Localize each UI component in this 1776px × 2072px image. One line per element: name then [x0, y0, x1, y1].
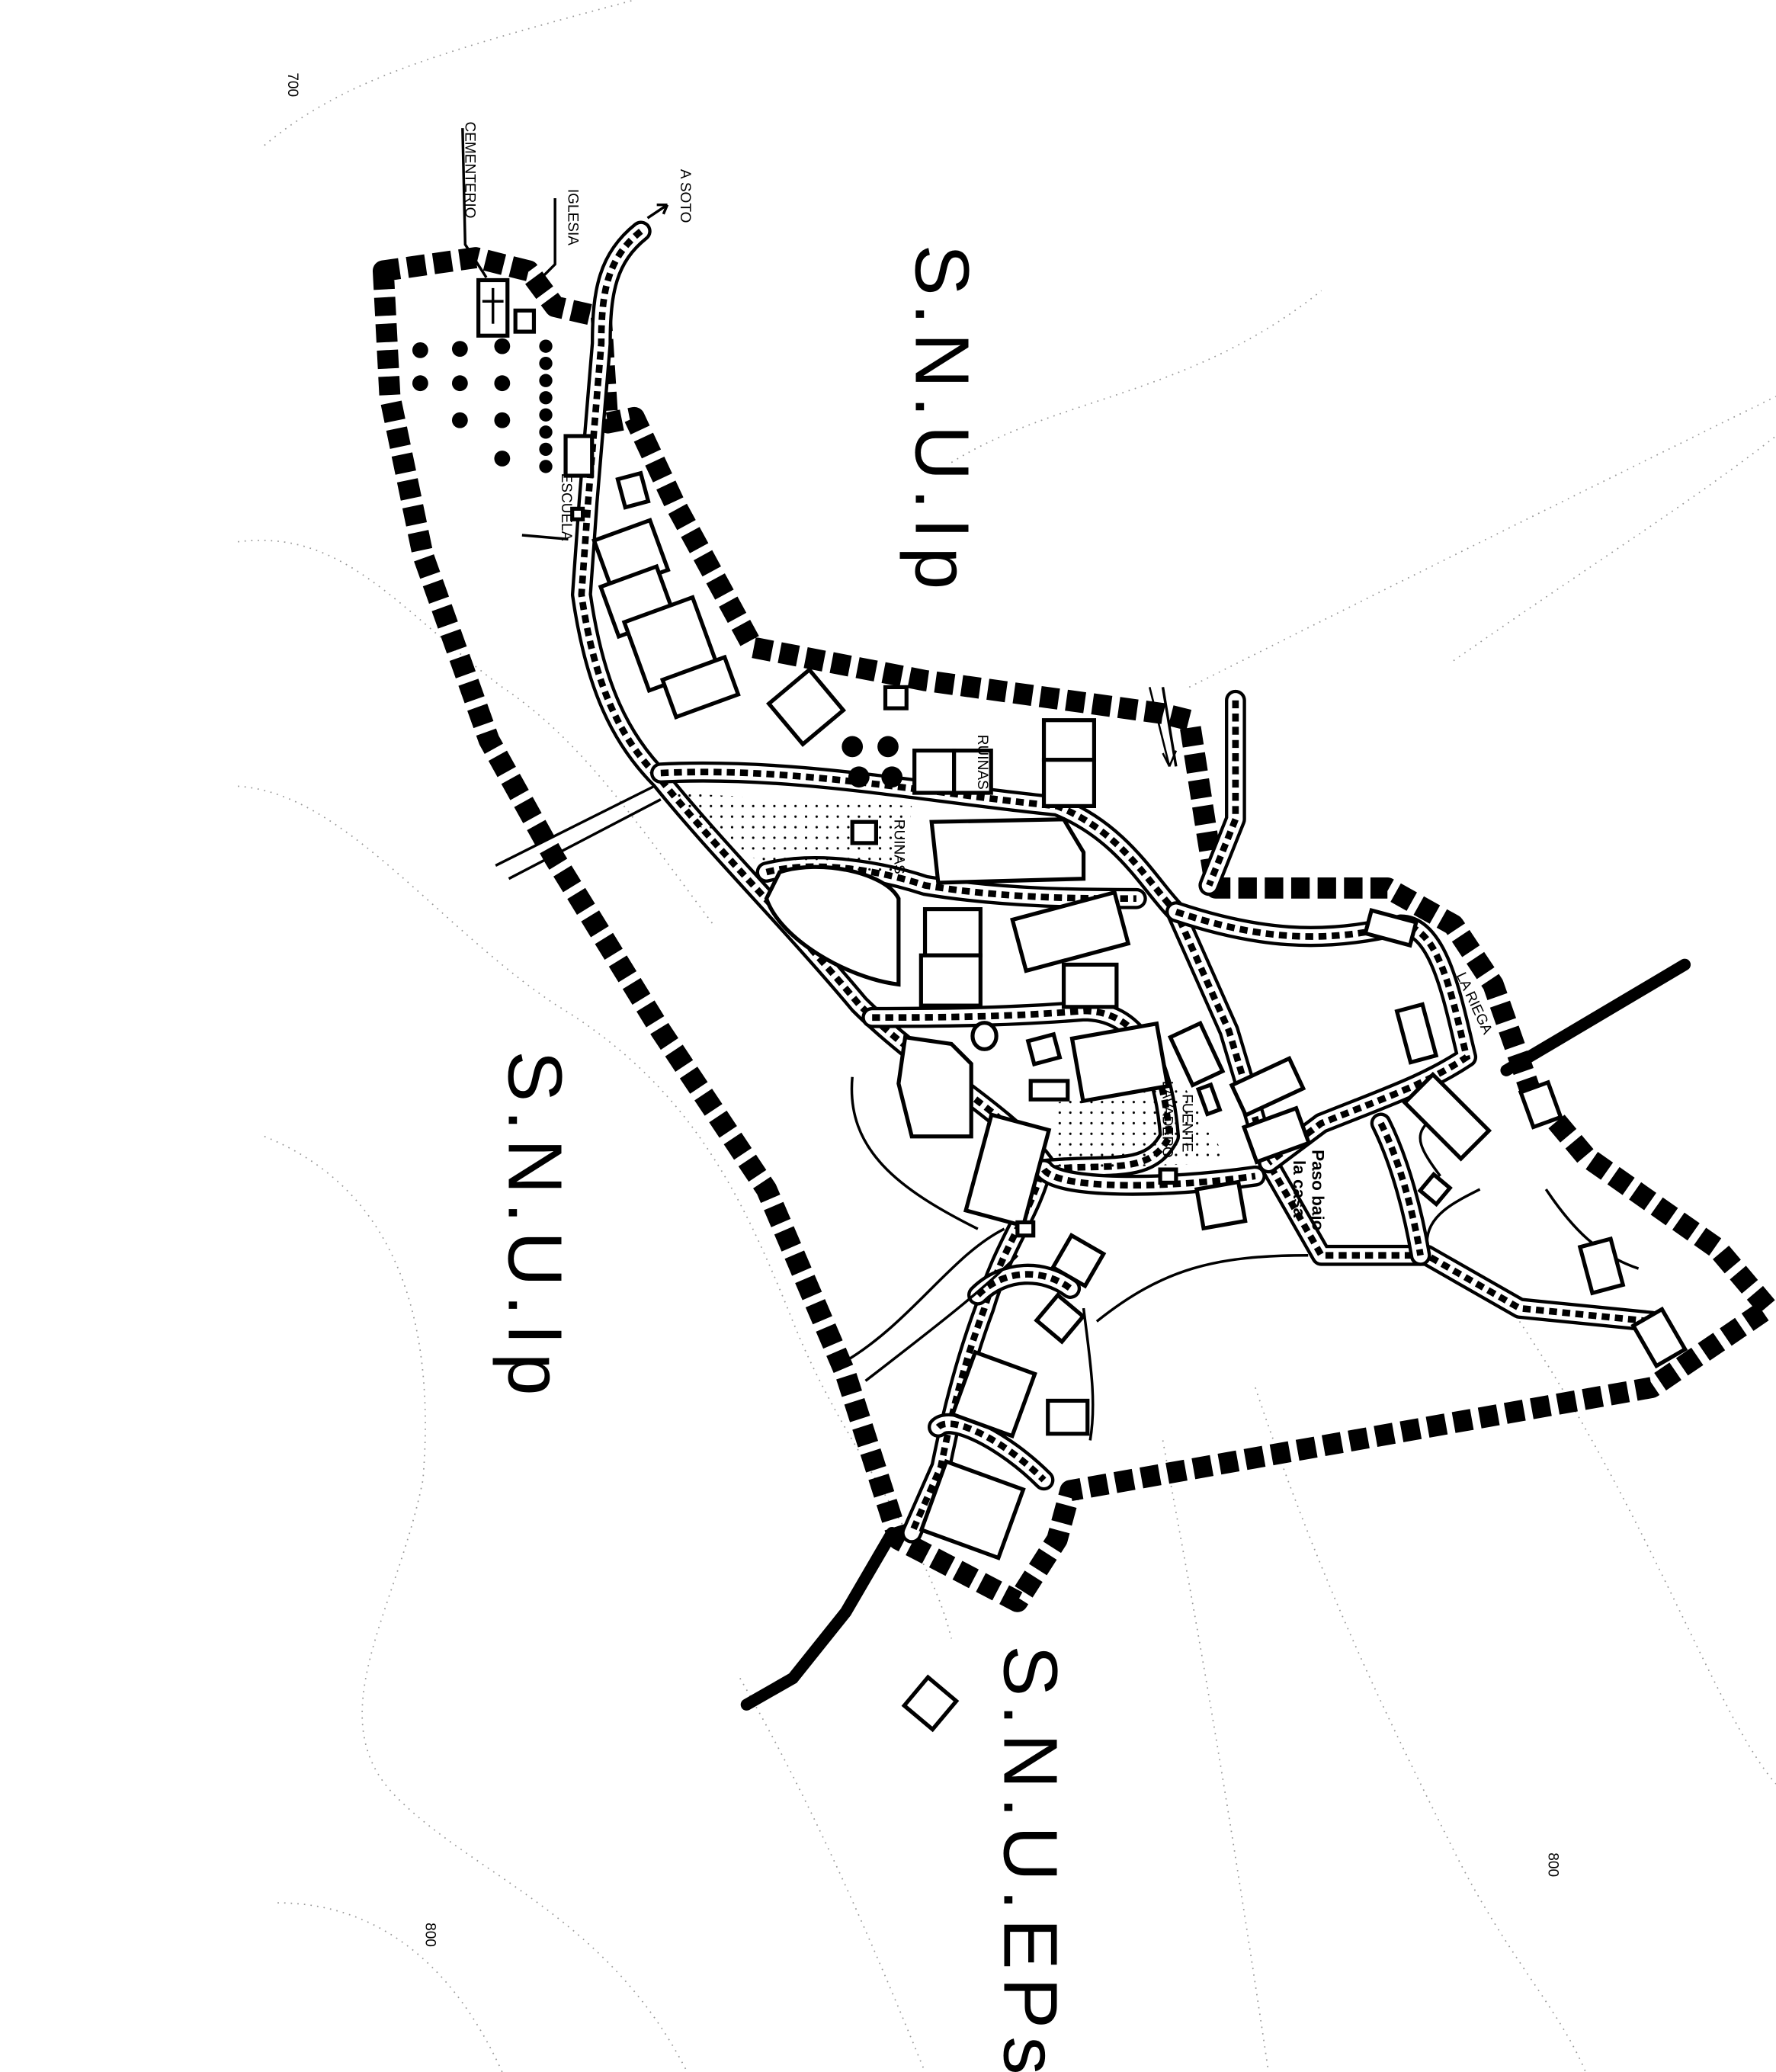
- tracks: [461, 128, 1640, 1441]
- zone-label-snuip-left: S.N.U.Ip: [492, 1050, 578, 1403]
- contour-label-700: 700: [284, 72, 300, 97]
- label-ruinas-1: RUINAS: [974, 735, 990, 790]
- contour-label-800-right: 800: [1545, 1852, 1561, 1877]
- arrow-to-soto-icon: [646, 203, 669, 220]
- stream-south: [740, 1526, 899, 1711]
- plaza-ruinas: [674, 793, 912, 873]
- plaza-fuente: [1050, 1083, 1229, 1170]
- zone-label-snuip-top: S.N.U.Ip: [899, 245, 984, 598]
- tree-icons: [412, 338, 903, 788]
- stream-la-riega: [1500, 958, 1691, 1076]
- cross-icon: [482, 287, 504, 324]
- label-iglesia: IGLESIA: [565, 189, 581, 245]
- label-la-casa: la casa: [1290, 1160, 1309, 1218]
- zone-label-snuepsp: S.N.U.EPsp: [988, 1645, 1073, 2072]
- label-fuente: FUENTE: [1179, 1094, 1195, 1152]
- roads: [570, 220, 1662, 1544]
- label-lavadero: LAVADERO: [1159, 1081, 1175, 1158]
- label-escuela: ESCUELA: [558, 473, 574, 541]
- label-ruinas-2: RUINAS: [891, 819, 907, 874]
- label-paso-bajo: Paso bajo: [1308, 1150, 1327, 1230]
- label-a-soto: A SOTO: [677, 169, 693, 223]
- contour-label-800-left: 800: [422, 1923, 438, 1947]
- contour-lines: [238, 0, 1776, 2072]
- buildings: [476, 277, 1688, 1733]
- arrow-icon: [1148, 687, 1178, 767]
- label-cementerio: CEMENTERIO: [461, 121, 477, 218]
- urban-boundary: [372, 247, 1776, 1612]
